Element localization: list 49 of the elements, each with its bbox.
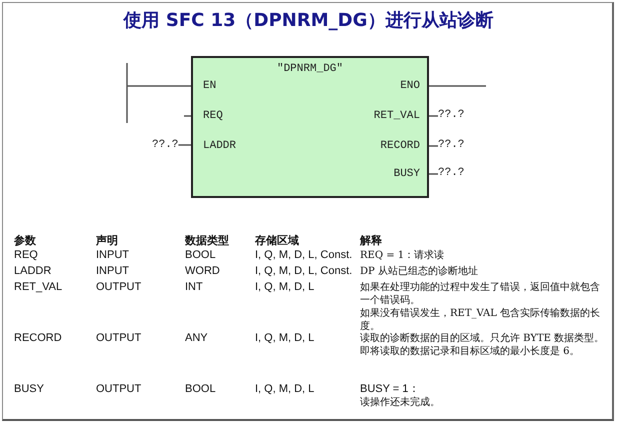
function-block — [191, 56, 429, 198]
table-cell-text: RECORD — [14, 332, 62, 345]
table-cell-text: INT — [185, 281, 203, 294]
table-cell-text: OUTPUT — [96, 281, 142, 294]
description-text: BUSY = 1： — [360, 383, 420, 396]
table-cell-text: I, Q, M, D, L — [255, 281, 314, 294]
input-pin-label: LADDR — [193, 139, 236, 153]
table-cell-text: INPUT — [96, 249, 129, 262]
table-cell-text: WORD — [185, 265, 220, 278]
description-text: REQ = 1：请求读 — [360, 249, 446, 262]
column-header: 数据类型 — [185, 234, 229, 247]
operand-field: ??.? — [152, 138, 178, 152]
table-cell-text: REQ — [14, 249, 38, 262]
description-text: 如果没有错误发生，RET_VAL 包含实际传输数据的长度。 — [360, 307, 602, 332]
operand-field: ??.? — [438, 166, 464, 180]
connection-line — [427, 85, 486, 87]
operand-field: ??.? — [438, 138, 464, 152]
table-cell-text: I, Q, M, D, L — [255, 332, 314, 345]
input-pin-label: REQ — [193, 109, 223, 123]
table-cell-text: OUTPUT — [96, 383, 142, 396]
table-cell-text: BUSY — [14, 383, 44, 396]
description-text: DP 从站已组态的诊断地址 — [360, 265, 479, 278]
connection-line — [178, 144, 193, 146]
connection-line — [127, 85, 193, 87]
column-header: 参数 — [14, 234, 36, 247]
output-pin-label: RECORD — [380, 139, 427, 153]
column-header: 声明 — [96, 234, 118, 247]
table-cell-text: ANY — [185, 332, 208, 345]
table-cell-text: INPUT — [96, 265, 129, 278]
input-pin-label: EN — [193, 79, 216, 93]
description-text: 读取的诊断数据的目的区域。只允许 BYTE 数据类型。即将读取的数据记录和目标区域的最小长度是 6。 — [360, 332, 605, 358]
table-cell-text: BOOL — [185, 383, 216, 396]
operand-field: ??.? — [438, 108, 464, 122]
output-pin-label: BUSY — [394, 167, 427, 181]
diagram-title: 使用 SFC 13（DPNRM_DG）进行从站诊断 — [122, 9, 494, 32]
column-header: 解释 — [360, 234, 382, 247]
table-cell-text: I, Q, M, D, L, Const. — [255, 265, 352, 278]
table-cell-text: I, Q, M, D, L — [255, 383, 314, 396]
table-cell-text: I, Q, M, D, L, Const. — [255, 249, 352, 262]
table-cell-text: OUTPUT — [96, 332, 142, 345]
description-text: 读操作还未完成。 — [360, 396, 441, 409]
column-header: 存储区域 — [255, 234, 299, 247]
table-cell-text: LADDR — [14, 265, 52, 278]
table-cell-text: BOOL — [185, 249, 216, 262]
output-pin-label: ENO — [400, 79, 427, 93]
description-text: 如果在处理功能的过程中发生了错误，返回值中就包含一个错误码。 — [360, 281, 601, 307]
table-cell-text: RET_VAL — [14, 281, 62, 294]
block-name: "DPNRM_DG" — [276, 62, 344, 76]
output-pin-label: RET_VAL — [374, 109, 427, 123]
